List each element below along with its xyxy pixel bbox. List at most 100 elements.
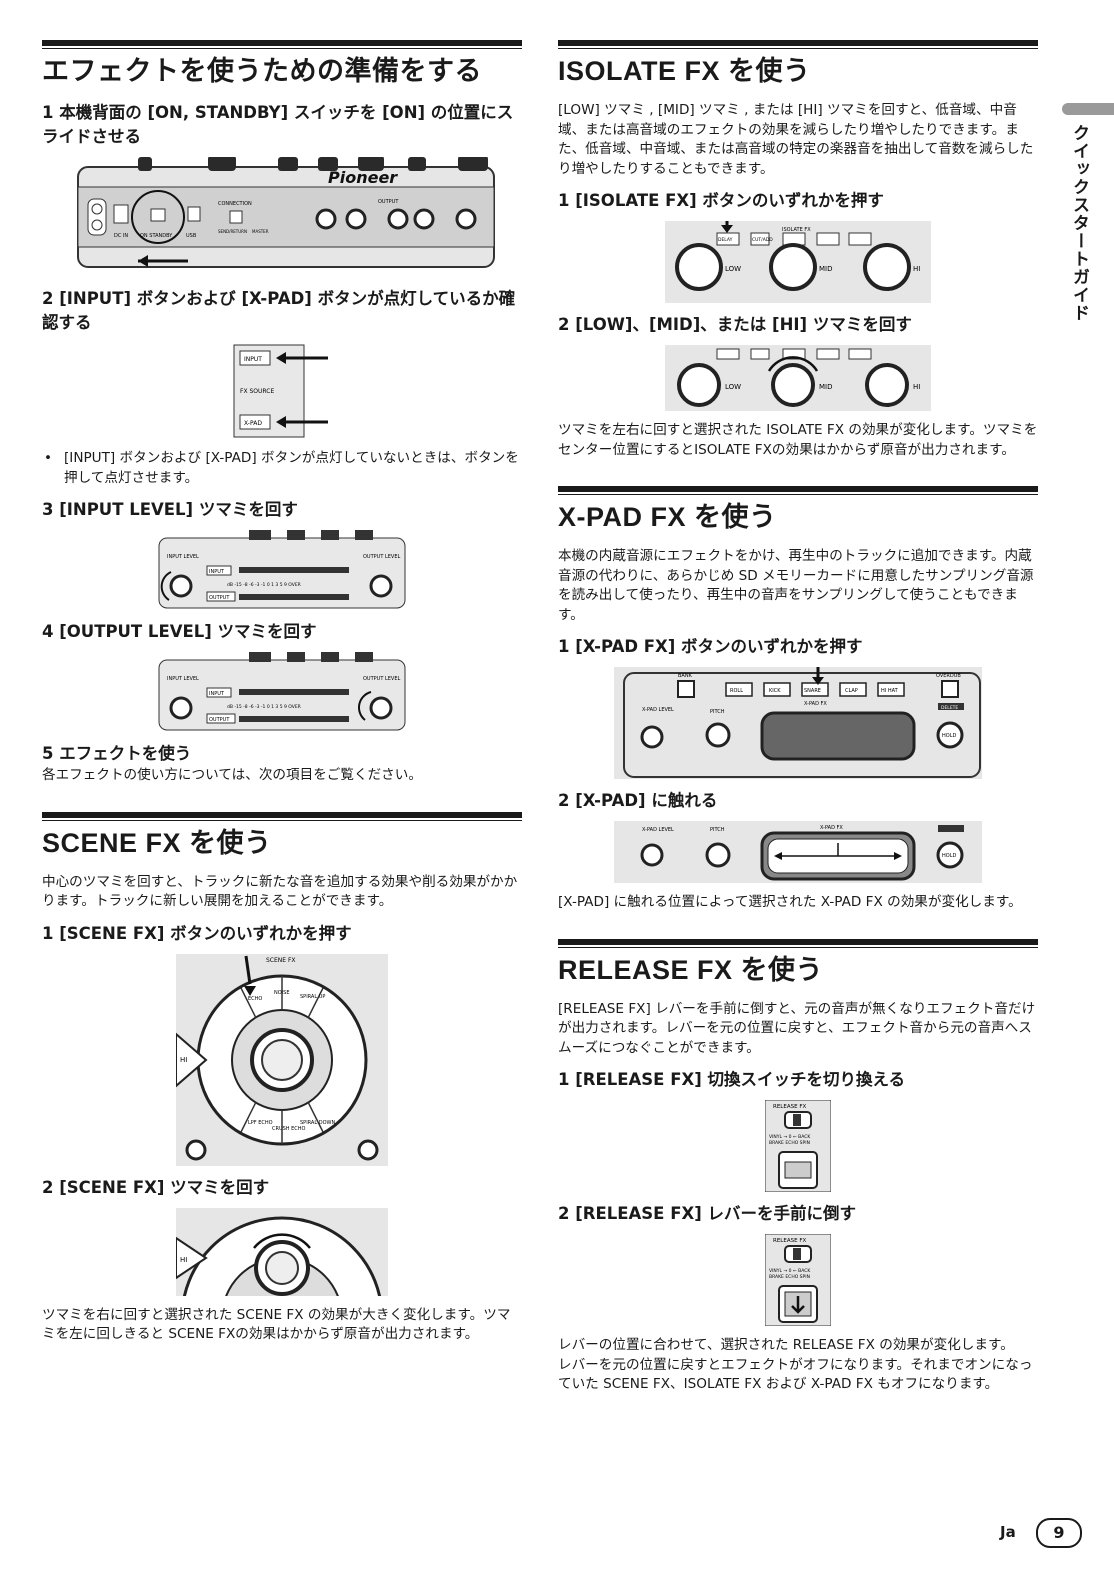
svg-text:LOW: LOW	[725, 383, 741, 391]
right-column: ISOLATE FX を使う [LOW] ツマミ , [MID] ツマミ , ま…	[558, 40, 1038, 1403]
svg-text:HI: HI	[913, 265, 920, 273]
note-bullet: [INPUT] ボタンおよび [X-PAD] ボタンが点灯していないときは、ボタ…	[42, 449, 522, 488]
step-heading: 2 [X-PAD] に触れる	[558, 791, 718, 810]
svg-text:RELEASE FX: RELEASE FX	[773, 1104, 806, 1110]
side-label-quick-start: クイックスタートガイド	[1069, 124, 1089, 322]
svg-text:OVERDUB: OVERDUB	[936, 673, 961, 679]
step-heading: 2 [SCENE FX] ツマミを回す	[42, 1177, 270, 1197]
step-heading: 3 [INPUT LEVEL] ツマミを回す	[42, 500, 298, 519]
figure-fx-source: INPUT FX SOURCE X-PAD	[42, 343, 522, 439]
svg-text:OUTPUT: OUTPUT	[378, 199, 399, 205]
figure-input-level: INPUT LEVEL OUTPUT LEVEL INPUT OUTPUT dB…	[42, 530, 522, 610]
step-heading: 2 [LOW]、[MID]、または [HI] ツマミを回す	[558, 315, 912, 334]
svg-text:FX SOURCE: FX SOURCE	[240, 388, 274, 395]
svg-text:NOISE: NOISE	[274, 990, 289, 996]
svg-text:MID: MID	[819, 383, 833, 391]
section-title-isolate-fx: ISOLATE FX を使う	[558, 56, 811, 86]
figure-release-switch: RELEASE FX VINYL → 0 ← BACK BRAKE ECHO S…	[558, 1100, 1038, 1192]
svg-text:HI: HI	[913, 383, 920, 391]
svg-text:HOLD: HOLD	[942, 853, 956, 859]
svg-text:X-PAD: X-PAD	[244, 420, 262, 427]
svg-text:ROLL: ROLL	[730, 688, 743, 694]
svg-text:HI: HI	[180, 1256, 187, 1264]
svg-text:USB: USB	[186, 233, 197, 239]
body-text: レバーを元の位置に戻すとエフェクトがオフになります。それまでオンになっていた S…	[558, 1356, 1033, 1393]
svg-text:DC IN: DC IN	[114, 233, 128, 239]
svg-text:CLAP: CLAP	[845, 688, 858, 694]
section-rule	[42, 811, 522, 821]
svg-text:INPUT LEVEL: INPUT LEVEL	[167, 554, 199, 560]
svg-text:X-PAD LEVEL: X-PAD LEVEL	[642, 707, 674, 713]
svg-text:VINYL → 0 ← BACK: VINYL → 0 ← BACK	[769, 1268, 811, 1274]
svg-text:ECHO: ECHO	[248, 996, 262, 1002]
svg-text:ON STANDBY: ON STANDBY	[140, 233, 173, 239]
svg-text:X-PAD LEVEL: X-PAD LEVEL	[642, 827, 674, 833]
section-rule	[558, 40, 1038, 49]
svg-text:INPUT: INPUT	[244, 356, 262, 363]
svg-text:OUTPUT LEVEL: OUTPUT LEVEL	[363, 676, 400, 682]
figure-xpad-touch: X-PAD LEVEL PITCH X-PAD FX HOLD	[558, 821, 1038, 883]
svg-text:DELAY: DELAY	[718, 237, 733, 243]
svg-text:OUTPUT: OUTPUT	[209, 717, 230, 723]
body-text: ツマミを右に回すと選択された SCENE FX の効果が大きく変化します。ツマミ…	[42, 1306, 511, 1343]
svg-text:SEND/RETURN: SEND/RETURN	[218, 229, 247, 234]
svg-text:RELEASE FX: RELEASE FX	[773, 1238, 806, 1244]
figure-scene-fx-buttons: SCENE FX NOISE ECHO SPIRAL UP CRUSH ECHO…	[42, 953, 522, 1166]
svg-text:X-PAD FX: X-PAD FX	[820, 825, 843, 831]
svg-text:BANK: BANK	[678, 673, 693, 679]
svg-text:INPUT: INPUT	[209, 691, 225, 697]
svg-text:MID: MID	[819, 265, 833, 273]
section-rule	[558, 938, 1038, 948]
step-heading: 4 [OUTPUT LEVEL] ツマミを回す	[42, 622, 317, 641]
step-heading: 1 [ISOLATE FX] ボタンのいずれかを押す	[558, 191, 884, 210]
figure-isolate-knobs: LOW MID HI	[558, 345, 1038, 411]
step-heading: 1 [RELEASE FX] 切換スイッチを切り換える	[558, 1070, 905, 1089]
section-title-release-fx: RELEASE FX を使う	[558, 954, 824, 985]
svg-text:SNARE: SNARE	[804, 688, 821, 694]
svg-text:CONNECTION: CONNECTION	[218, 201, 252, 207]
section-title-scene-fx: SCENE FX を使う	[42, 827, 272, 858]
svg-text:INPUT: INPUT	[209, 569, 225, 575]
page-number: 9	[1036, 1518, 1082, 1548]
body-text: 本機の内蔵音源にエフェクトをかけ、再生中のトラックに追加できます。内蔵音源の代わ…	[558, 548, 1034, 623]
svg-text:PITCH: PITCH	[710, 709, 725, 715]
svg-text:SCENE FX: SCENE FX	[266, 957, 296, 964]
svg-text:LPF ECHO: LPF ECHO	[248, 1120, 273, 1126]
step-heading: 1 本機背面の [ON, STANDBY] スイッチを [ON] の位置にスライ…	[42, 103, 514, 146]
step-heading: 2 [INPUT] ボタンおよび [X-PAD] ボタンが点灯しているか確認する	[42, 289, 516, 332]
svg-text:SPIRAL UP: SPIRAL UP	[300, 994, 325, 1000]
body-text: レバーの位置に合わせて、選択された RELEASE FX の効果が変化します。	[558, 1337, 1014, 1353]
svg-text:BRAKE ECHO SPIN: BRAKE ECHO SPIN	[769, 1140, 810, 1146]
section-rule	[42, 40, 522, 49]
body-text: [LOW] ツマミ , [MID] ツマミ , または [HI] ツマミを回すと…	[558, 102, 1034, 177]
body-text: ツマミを左右に回すと選択された ISOLATE FX の効果が変化します。ツマミ…	[558, 422, 1038, 458]
svg-text:BRAKE ECHO SPIN: BRAKE ECHO SPIN	[769, 1274, 810, 1280]
step-heading: 2 [RELEASE FX] レバーを手前に倒す	[558, 1204, 856, 1223]
section-title-prepare: エフェクトを使うための準備をする	[42, 56, 482, 86]
figure-isolate-buttons: DELAY CUT/ADD ISOLATE FX LOW MID HI	[558, 221, 1038, 303]
svg-text:CUT/ADD: CUT/ADD	[752, 237, 773, 243]
figure-output-level: INPUT LEVEL OUTPUT LEVEL INPUT OUTPUT dB…	[42, 652, 522, 732]
svg-text:VINYL → 0 ← BACK: VINYL → 0 ← BACK	[769, 1134, 811, 1140]
section-rule	[558, 486, 1038, 495]
svg-text:ISOLATE FX: ISOLATE FX	[782, 227, 811, 233]
body-text: 各エフェクトの使い方については、次の項目をご覧ください。	[42, 767, 422, 783]
step-heading: 1 [SCENE FX] ボタンのいずれかを押す	[42, 923, 352, 943]
svg-text:OUTPUT LEVEL: OUTPUT LEVEL	[363, 554, 400, 560]
svg-text:DELETE: DELETE	[941, 705, 958, 711]
body-text: [RELEASE FX] レバーを手前に倒すと、元の音声が無くなりエフェクト音だ…	[558, 1000, 1036, 1056]
svg-text:CRUSH ECHO: CRUSH ECHO	[272, 1126, 306, 1132]
svg-text:OUTPUT: OUTPUT	[209, 595, 230, 601]
svg-text:dB -15 -8 -6 -3 -1 0 1 3 5 9 O: dB -15 -8 -6 -3 -1 0 1 3 5 9 OVER	[227, 704, 301, 710]
svg-text:HOLD: HOLD	[942, 733, 956, 739]
svg-text:SPIRAL DOWN: SPIRAL DOWN	[300, 1120, 335, 1126]
svg-text:LOW: LOW	[725, 265, 741, 273]
svg-text:MASTER: MASTER	[252, 229, 269, 234]
step-heading: 5 エフェクトを使う	[42, 744, 192, 763]
figure-xpad-buttons: BANK ROLL KICK SNARE CLAP HI HAT X-PAD F…	[558, 667, 1038, 779]
svg-text:dB -15 -8 -6 -3 -1 0 1 3 5 9 O: dB -15 -8 -6 -3 -1 0 1 3 5 9 OVER	[227, 582, 301, 588]
svg-text:HI: HI	[180, 1056, 187, 1064]
language-code: Ja	[1000, 1523, 1016, 1541]
svg-text:PITCH: PITCH	[710, 827, 725, 833]
step-heading: 1 [X-PAD FX] ボタンのいずれかを押す	[558, 637, 863, 656]
